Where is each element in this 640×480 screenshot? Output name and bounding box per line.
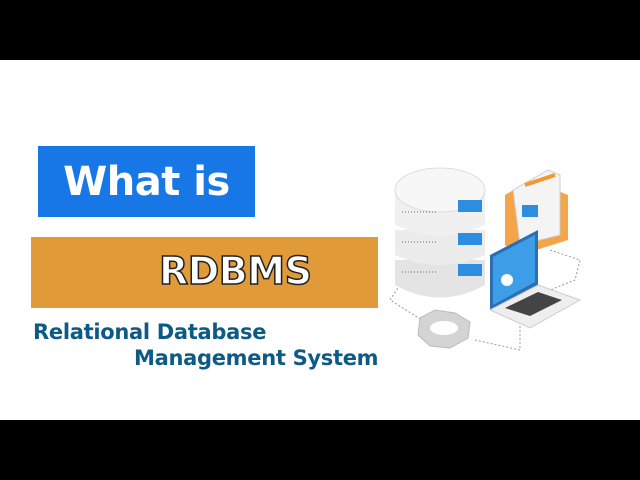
subtitle-line-1: Relational Database — [33, 320, 267, 344]
title-text: RDBMS — [158, 248, 312, 294]
headline-banner: What is — [38, 146, 255, 217]
gear-icon — [417, 309, 471, 349]
letterbox-bottom — [0, 420, 640, 480]
database-icon — [394, 167, 486, 298]
subtitle-line-2: Management System — [134, 346, 379, 370]
folder-icon — [505, 169, 568, 255]
laptop-icon — [488, 230, 582, 329]
title-banner: RDBMS — [31, 237, 378, 308]
headline-text: What is — [63, 158, 230, 205]
letterbox-top — [0, 0, 640, 60]
rdbms-illustration — [389, 167, 582, 351]
